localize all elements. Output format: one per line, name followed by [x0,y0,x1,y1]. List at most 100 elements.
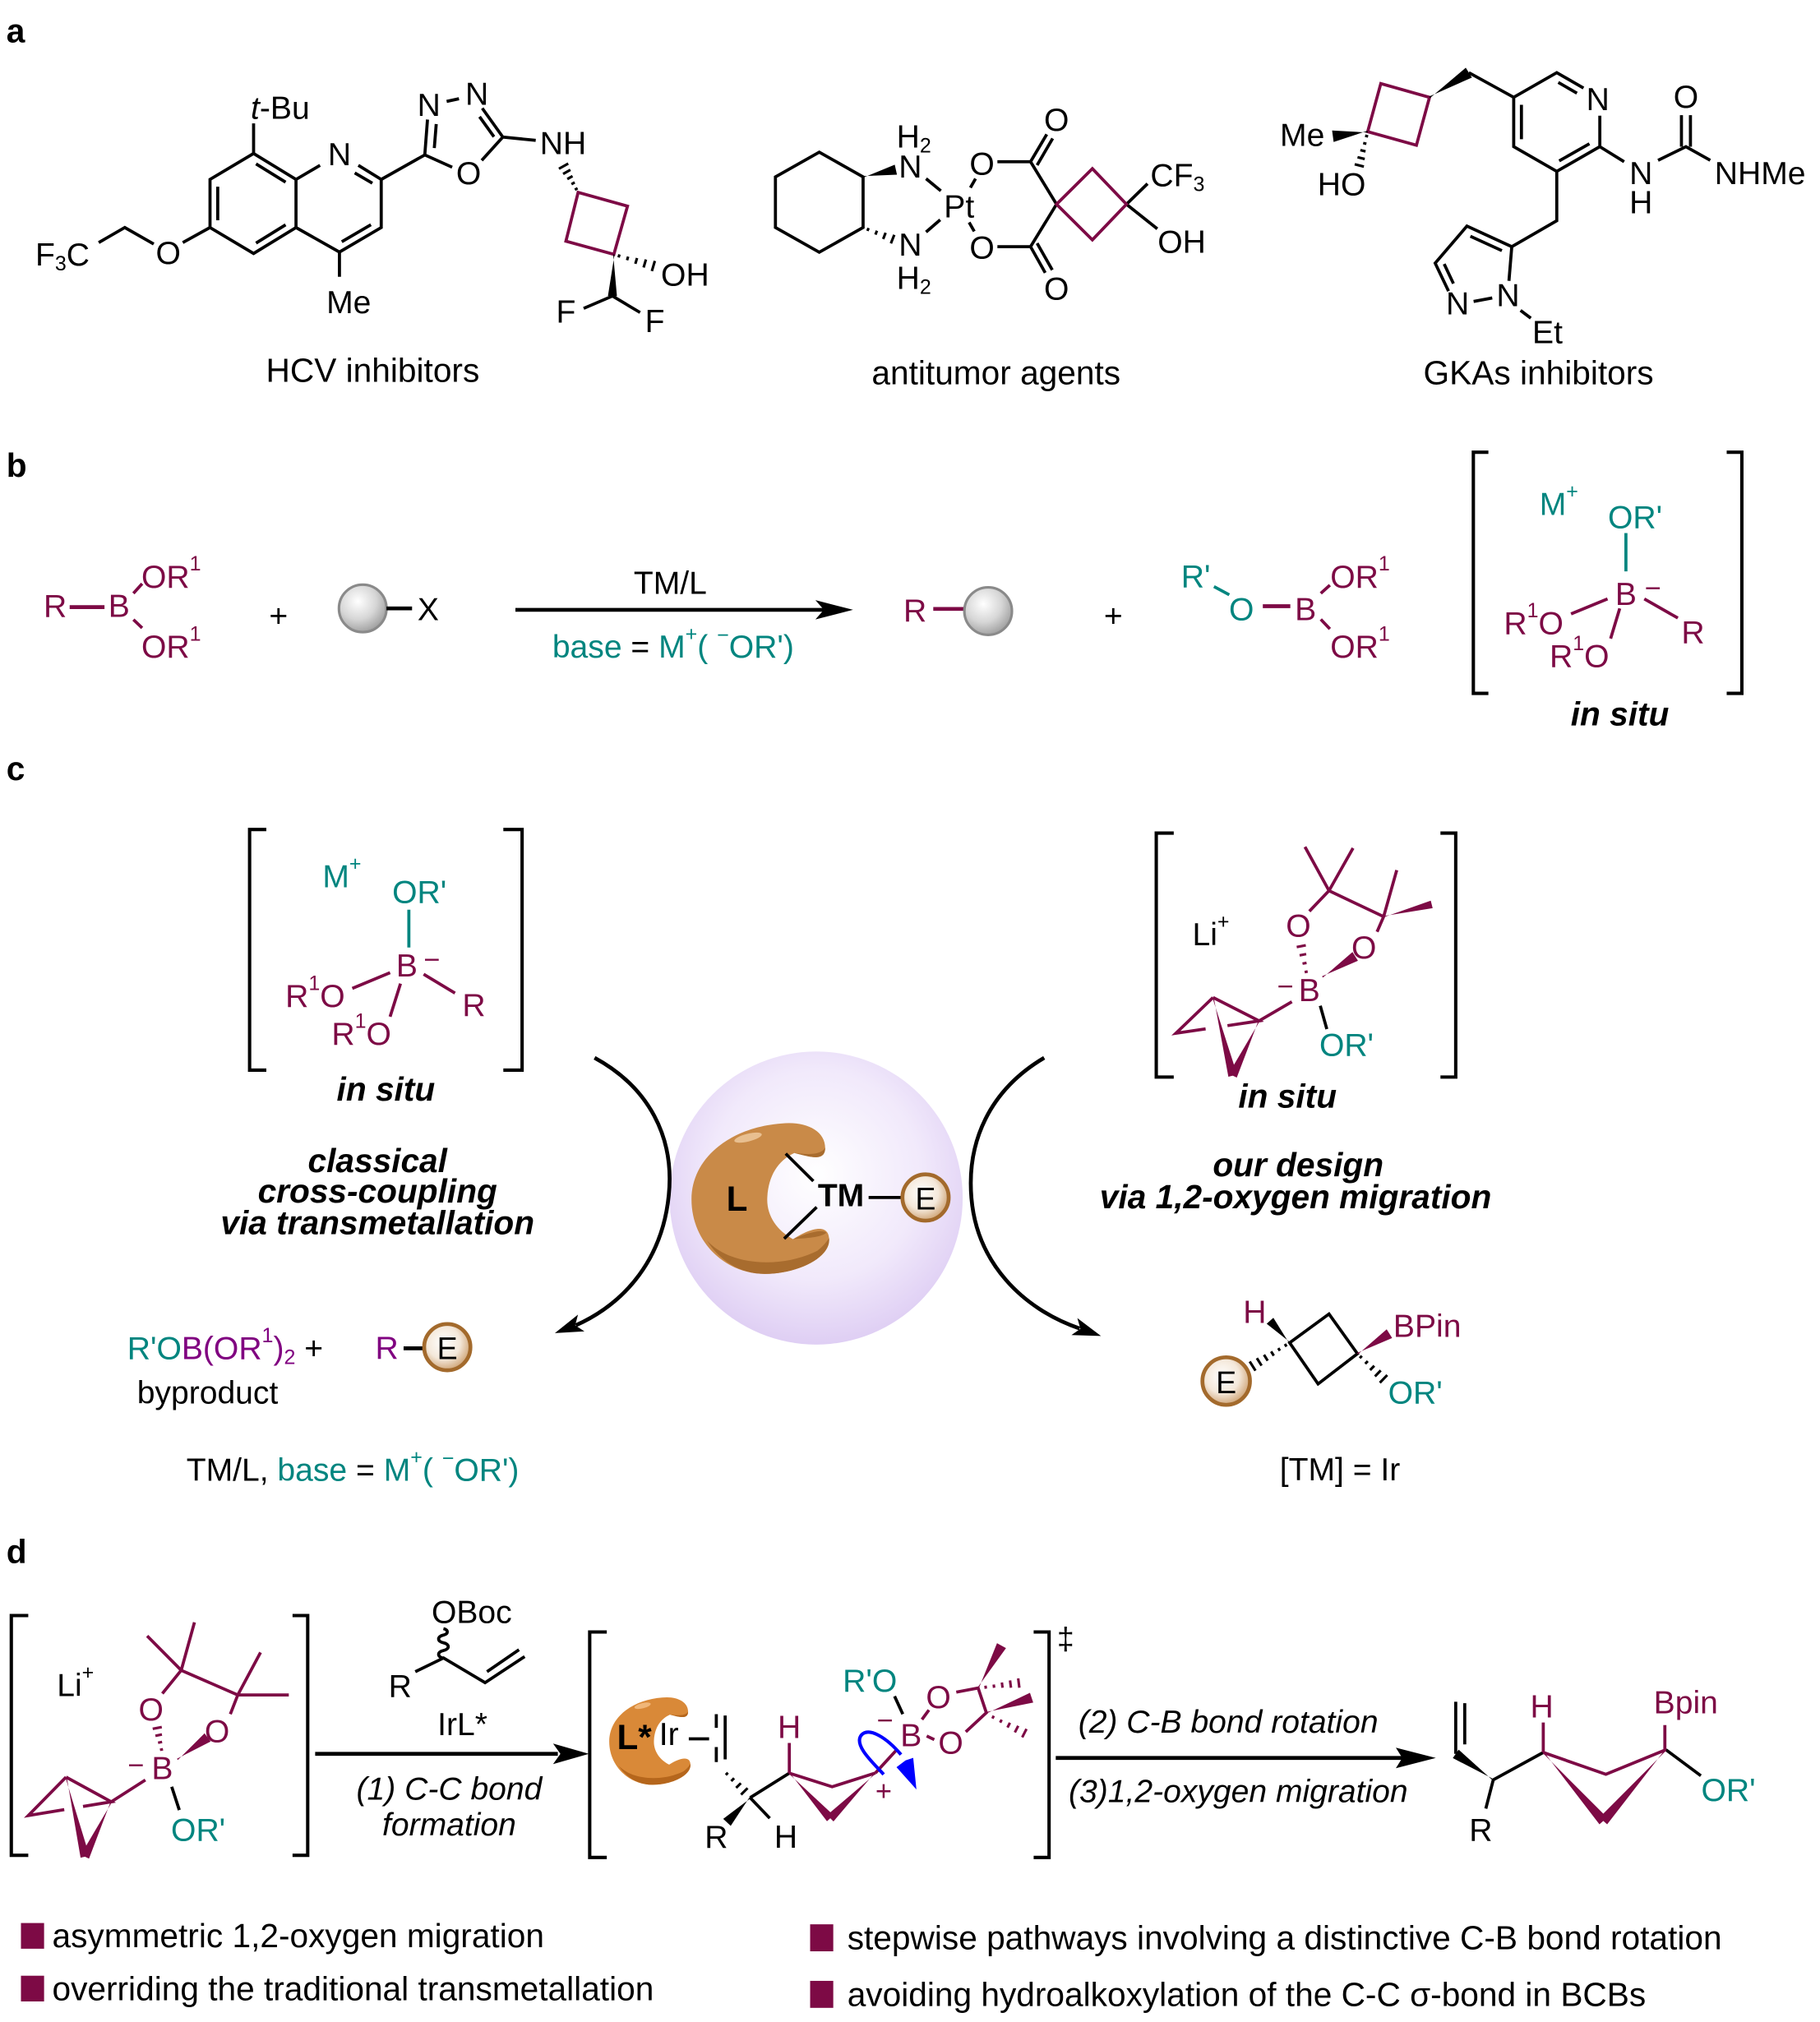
bond-pinacol [921,1686,989,1742]
hash-mark [1277,1347,1282,1352]
hash-mark [1379,1373,1388,1384]
or1-top-label: OR1 [1330,552,1390,594]
plus-charge: + [1217,910,1230,933]
wedge-bond-ring [1542,1752,1608,1825]
quinoline-n-label: N [328,137,351,173]
hash-mark [991,1715,995,1720]
hash-mark [1006,1722,1011,1729]
ligand-highlight [734,1132,762,1143]
panel-label-a: a [7,12,25,50]
equals-text: = [631,629,658,664]
superscript-1: 1 [355,1009,367,1032]
equals-text: = [347,1452,384,1488]
wedge-bond-methyl [986,1692,1033,1714]
superscript-1: 1 [1527,599,1539,622]
antitumor-agent-structure: N H2 N H2 Pt O O O O CF3 OH antitumor ag… [774,103,1206,392]
byproduct-borate: R' O B OR1 OR1 [1181,552,1390,664]
r-label: R [1469,1813,1492,1849]
carboxylate-o-bottom-label: O [969,230,994,265]
coupling-partner-sphere-icon [963,585,1014,636]
negative-charge: − [876,1706,893,1737]
electrophile-label: E [1216,1365,1236,1400]
cf3-label: CF3 [1150,158,1204,196]
highlights-list: asymmetric 1,2-oxygen migration overridi… [21,1917,1722,2013]
bond-cf-pair [583,294,641,314]
hash-mark [999,1719,1003,1724]
squiggly-bond [437,1627,450,1660]
antitumor-caption: antitumor agents [871,354,1120,392]
bracket-left [9,1613,29,1858]
fluorine-left-label: F [556,295,575,330]
cation-label: M+ [322,852,361,894]
o-text: O [320,979,344,1014]
boron-label: B [1299,973,1320,1009]
byproduct-formula: R'OB(OR1)2 + [127,1324,323,1369]
urea-n-label: N [1629,156,1652,192]
hash-mark [1369,1364,1375,1371]
li-text: Li [1193,916,1217,952]
ethyl-label: Et [1532,316,1563,351]
hash-mark [1248,1360,1257,1372]
electrophile-label: E [437,1332,458,1366]
metal-text: M [658,629,686,664]
lithium-cation-label: Li+ [1193,910,1230,952]
wedge-bond-bcb [1212,997,1237,1077]
cyclobutane-ring [1287,1311,1360,1387]
chiral-ligand-c-shape-icon [609,1697,691,1785]
subscript-2: 2 [284,1346,295,1369]
double-dagger-marker: ‡ [1057,1622,1074,1656]
hash-mark [889,234,896,244]
design-caption-line-1: our design [1213,1146,1383,1184]
or-text: OR [141,629,190,664]
wedge-bond-methyl [1383,900,1433,917]
bond-cyclobutane-ring [1541,1722,1667,1776]
f3c-label: F3C [35,238,90,275]
hash-mark [724,1771,729,1776]
electrophile-label: E [915,1181,935,1216]
alkoxide-label: OR' [392,875,446,910]
h-benzylic-label: H [774,1820,797,1855]
highlight-item: avoiding hydroalkoxylation of the C-C σ-… [810,1975,1647,2013]
catalyst-text: TM/L, [187,1452,278,1488]
design-product: H E BPin OR' [1200,1295,1461,1411]
transition-state: ‡ L* Ir R H H + R'O − B O O [588,1622,1074,1859]
h-label: H [1531,1690,1554,1725]
methyl-label: Me [1280,118,1324,154]
design-curved-arrow [968,1055,1102,1336]
hash-mark [566,174,574,181]
hydroxyl-label: OH [661,258,709,293]
bond-substituents [98,123,341,277]
h-text: H [897,119,920,155]
ligand-body [691,1123,829,1274]
wedge-bond-bcb [65,1776,90,1858]
in-situ-note: in situ [1238,1078,1337,1115]
hashed-bond-alkene [724,1771,749,1796]
hcv-caption: HCV inhibitors [266,351,480,389]
wedge-bond-h [1266,1318,1291,1344]
r1o-bottom-label: R1O [1550,632,1610,674]
pyridine-n-label: N [1587,82,1610,118]
superscript-1: 1 [190,622,201,645]
hash-mark [570,181,575,186]
c-text: C [67,238,90,273]
ate-complex-b: M+ OR' B − R1O R1O R in situ [1471,450,1744,733]
highlight-item: stepwise pathways involving a distinctiv… [810,1919,1722,1957]
alkoxide-label: OR' [1319,1028,1374,1064]
classical-caption-line-2: cross-coupling [258,1172,497,1210]
hash-mark [1358,1355,1363,1360]
highlight-text: avoiding hydroalkoxylation of the C-C σ-… [848,1975,1647,2013]
bond-pyrazole [1433,171,1559,320]
fluorine-right-label: F [645,304,665,339]
step2-label-below: (3)1,2-oxygen migration [1069,1775,1408,1810]
step1-label-line-1: (1) C-C bond [357,1771,543,1807]
alkoxide-label: OR' [171,1813,225,1849]
plus-charge: + [1566,480,1578,503]
classical-caption-line-3: via transmetallation [220,1203,534,1241]
minus-charge: − [442,1447,455,1470]
hash-mark [157,1740,163,1744]
t-butyl-label: t-Bu [251,90,310,126]
r1o-left-label: R1O [1504,599,1564,641]
superscript-1: 1 [262,1324,274,1347]
boron-label: B [151,1752,173,1787]
bracket-right [503,828,524,1072]
